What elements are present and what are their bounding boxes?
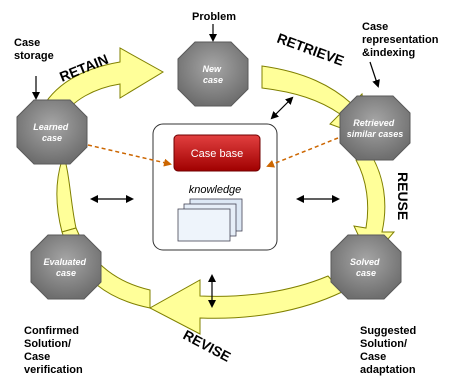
- revise-label: REVISE: [181, 327, 234, 365]
- svg-text:Retrieved similar cases: Retrieved similar cases: [347, 118, 404, 139]
- svg-text:Evaluated case: Evaluated case: [43, 257, 88, 278]
- retrieved-to-casebase-arrow: [266, 137, 339, 168]
- case-base-label: Case base: [191, 148, 244, 160]
- case-representation-arrow: [369, 61, 380, 88]
- node-learned-case: Learned case: [16, 99, 88, 165]
- svg-text:Learned case: Learned case: [33, 122, 71, 143]
- case-storage-label: Case storage: [14, 37, 54, 62]
- case-representation-label: Case representation &indexing: [362, 21, 441, 59]
- svg-text:Solved case: Solved case: [350, 257, 382, 278]
- case-base-box: [173, 134, 261, 172]
- node-retrieved-cases: Retrieved similar cases: [339, 95, 411, 161]
- node-new-case: New case: [177, 41, 249, 107]
- problem-label: Problem: [192, 11, 236, 23]
- retrieve-label: RETRIEVE: [275, 30, 346, 69]
- newcase-knowledge-arrow: [270, 96, 294, 120]
- svg-text:New case: New case: [202, 64, 223, 85]
- revise-arrow: [148, 275, 343, 335]
- learned-to-casebase-arrow: [87, 144, 172, 167]
- confirmed-label: Confirmed Solution/ Case verification: [24, 325, 83, 376]
- knowledge-box: Case base knowledge: [152, 123, 278, 251]
- node-solved-case: Solved case: [330, 234, 402, 300]
- documents-icon: [177, 198, 243, 242]
- knowledge-label: knowledge: [189, 184, 242, 196]
- reuse-label: REUSE: [395, 172, 411, 220]
- suggested-label: Suggested Solution/ Case adaptation: [360, 325, 419, 376]
- node-evaluated-case: Evaluated case: [30, 234, 102, 300]
